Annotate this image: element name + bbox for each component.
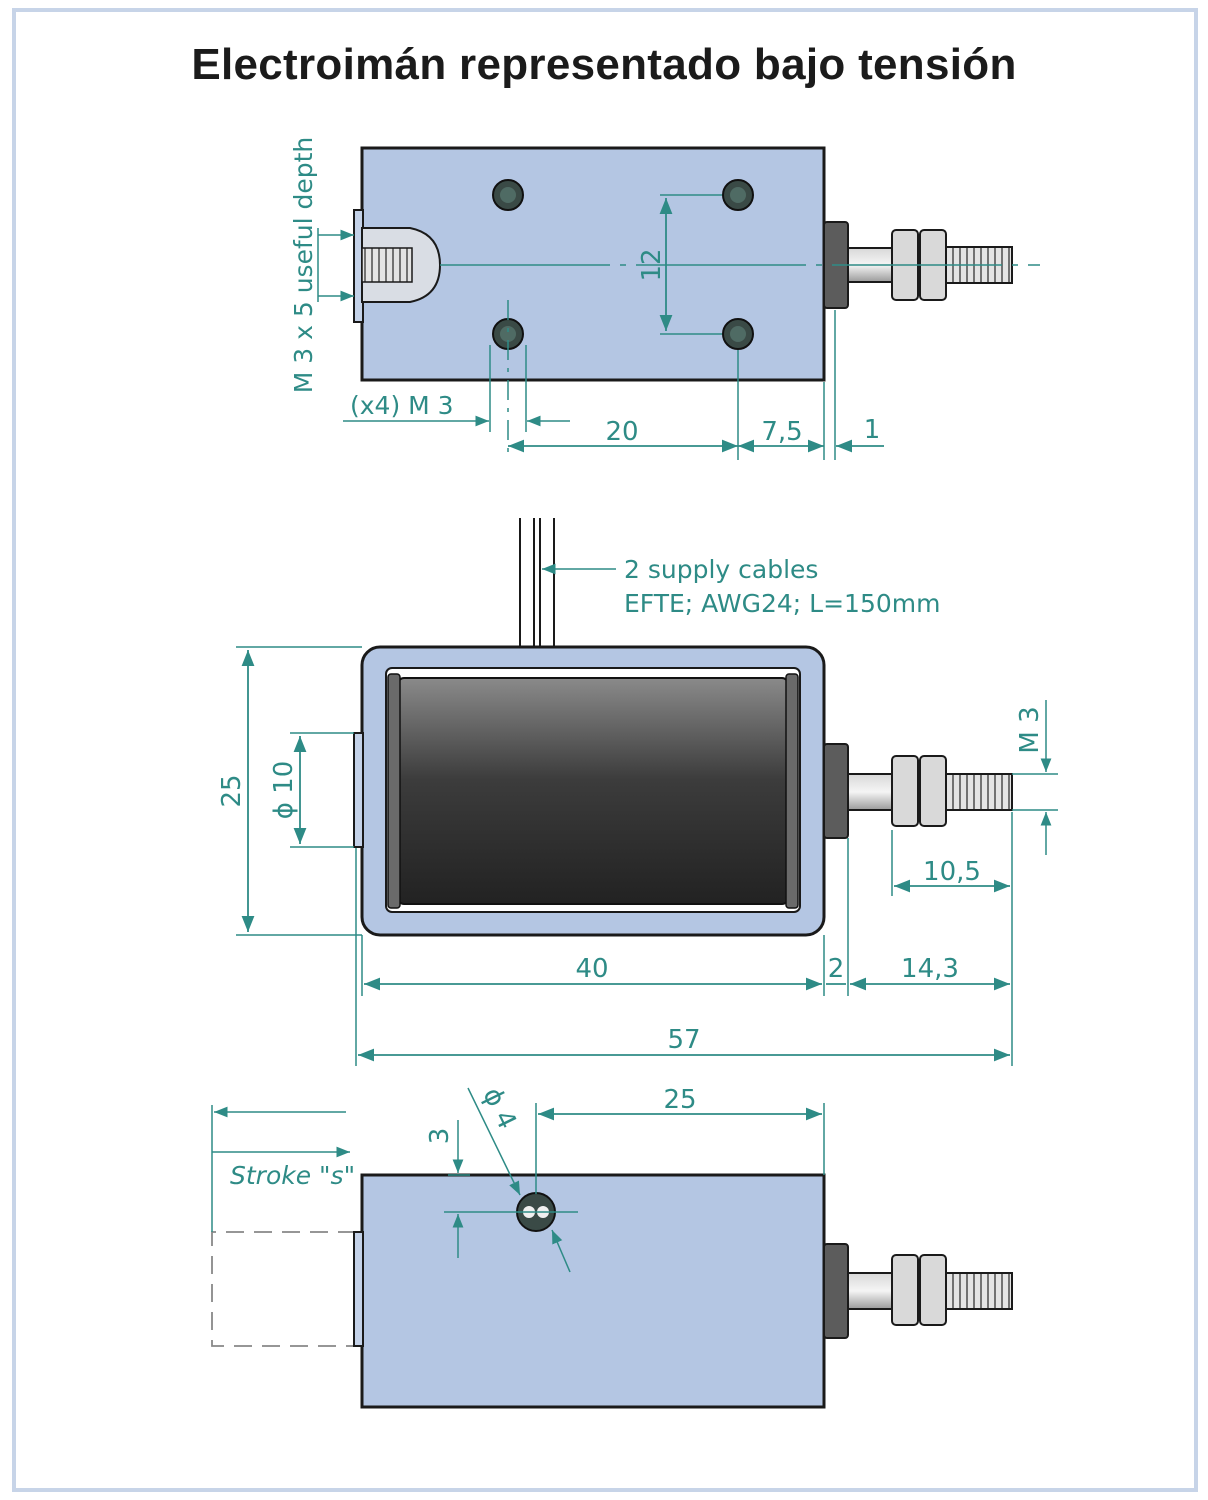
- front-nut: [919, 755, 947, 827]
- bottom-flange: [823, 1243, 849, 1339]
- bottom-thread: [945, 1272, 1013, 1310]
- front-nut: [891, 755, 919, 827]
- coil: [397, 677, 789, 905]
- holes-label: (x4) M 3: [350, 391, 454, 420]
- dim-body: 40: [575, 954, 608, 984]
- thread-depth-label: M 3 x 5 useful depth: [289, 137, 318, 394]
- front-flange: [823, 743, 849, 839]
- dim-edge: 7,5: [761, 417, 802, 447]
- front-thread: [945, 773, 1013, 811]
- mounting-hole: [492, 179, 524, 211]
- dim-hole-vertical: 12: [637, 248, 667, 281]
- bottom-nut: [919, 1254, 947, 1326]
- stroke-label: Stroke "s": [230, 1161, 355, 1190]
- dim-plunger: 14,3: [901, 954, 959, 984]
- dim-flange-top: 1: [864, 415, 881, 445]
- dim-hole-offset: 3: [425, 1128, 455, 1145]
- bottom-left-boss: [353, 1231, 364, 1347]
- front-view: 2 supply cables EFTE; AWG24; L=150mm 25 …: [217, 518, 1058, 1066]
- cable-note-line1: 2 supply cables: [624, 555, 818, 584]
- dim-hole-position: 25: [663, 1085, 696, 1115]
- coil-flange: [387, 673, 401, 909]
- top-view: 12 M 3 x 5 useful depth (x4) M 3 20 7,5 …: [289, 137, 1040, 460]
- dim-hole-spacing: 20: [605, 417, 638, 447]
- bottom-view: Stroke "s" 3 ϕ 4 25: [211, 1083, 1013, 1409]
- front-plunger: [847, 773, 895, 811]
- stroke-outline: [211, 1231, 356, 1347]
- bottom-nut: [891, 1254, 919, 1326]
- mounting-hole: [722, 318, 754, 350]
- coil-flange: [785, 673, 799, 909]
- cable-note-line2: EFTE; AWG24; L=150mm: [624, 589, 940, 618]
- dim-hole-diameter: ϕ 4: [477, 1083, 522, 1134]
- bottom-plunger: [847, 1272, 895, 1310]
- page-frame: Electroimán representado bajo tensión: [12, 8, 1198, 1492]
- mounting-hole: [722, 179, 754, 211]
- page-title: Electroimán representado bajo tensión: [191, 40, 1017, 89]
- dim-thread-length: 10,5: [923, 857, 981, 887]
- bottom-body: [360, 1173, 826, 1409]
- dim-height: 25: [217, 774, 247, 807]
- dim-diameter: ϕ 10: [269, 761, 299, 820]
- dim-thread: M 3: [1015, 706, 1045, 753]
- dim-total: 57: [667, 1025, 700, 1055]
- dim-flange-front: 2: [828, 954, 845, 984]
- front-left-boss: [353, 732, 364, 848]
